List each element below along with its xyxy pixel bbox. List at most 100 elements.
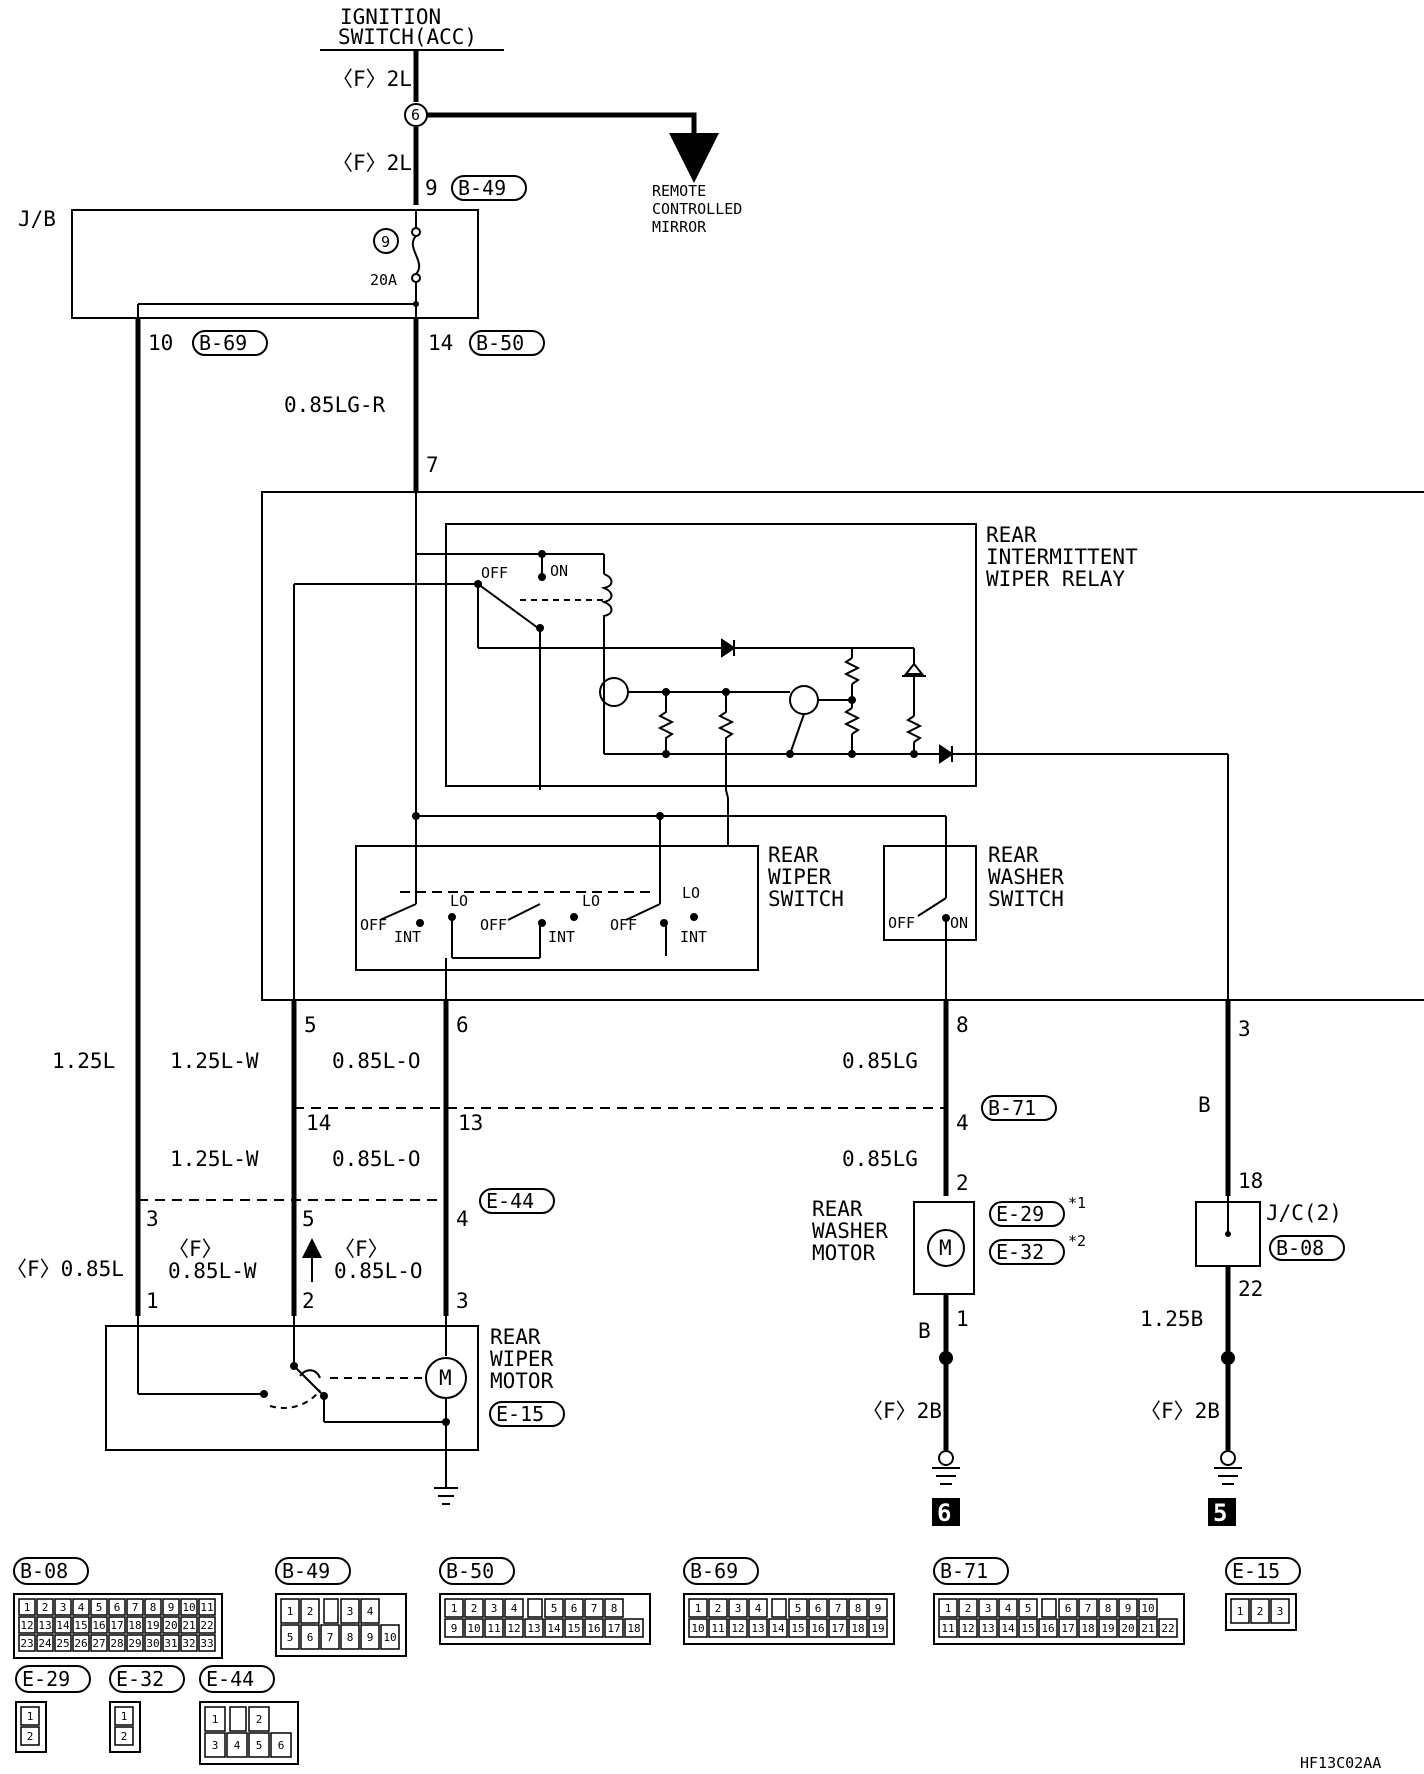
connector-pin: 2: [27, 1730, 34, 1743]
ground-5-label: 5: [1213, 1499, 1227, 1527]
connector-pin: 6: [307, 1631, 314, 1644]
connector-view-label: E-15: [1232, 1559, 1280, 1583]
star2-label: *2: [1068, 1232, 1086, 1250]
washer-splice: [939, 1351, 953, 1365]
connector-pin: 13: [981, 1622, 994, 1635]
connector-pin: 8: [347, 1631, 354, 1644]
connector-pin: 28: [110, 1637, 123, 1650]
wiper-switch-contacts: [379, 554, 946, 959]
drawing-code: HF13C02AA: [1300, 1754, 1381, 1772]
mid-wires: [291, 1000, 1231, 1316]
wiper-motor-symbol: M: [439, 1366, 452, 1390]
ground-6-badge: [932, 1498, 960, 1526]
washer-switch-contacts: [917, 816, 950, 1000]
connector-pin: 11: [200, 1601, 213, 1614]
connector-pin: 13: [751, 1622, 764, 1635]
connector-pin: 9: [1125, 1602, 1132, 1615]
washer-motor-label-2: WASHER: [812, 1219, 888, 1243]
wsw-off-1: OFF: [360, 916, 387, 934]
connector-pin: 1: [24, 1601, 31, 1614]
washer-switch-label-2: WASHER: [988, 865, 1064, 889]
connector-view-label: B-08: [20, 1559, 68, 1583]
connector-pin: 21: [182, 1619, 195, 1632]
relay-label-1: REAR: [986, 523, 1037, 547]
wire-085lg-b: 0.85LG: [842, 1147, 918, 1171]
connector-pin: 10: [383, 1631, 396, 1644]
connector-pin: 14: [56, 1619, 70, 1632]
connector-pin: 31: [164, 1637, 177, 1650]
washer-motor-label-3: MOTOR: [812, 1241, 876, 1265]
jb-label: J/B: [18, 207, 56, 231]
connector-pin: 4: [511, 1602, 518, 1615]
connector-pin: 26: [74, 1637, 87, 1650]
conn-b50-label: B-50: [476, 331, 524, 355]
connector-pin: 8: [150, 1601, 157, 1614]
connector-view-label: B-71: [940, 1559, 988, 1583]
connector-pin: 6: [114, 1601, 121, 1614]
pin-3c: 3: [456, 1289, 469, 1313]
connector-pin: 16: [811, 1622, 824, 1635]
wire-085lo-a: 0.85L-O: [332, 1049, 421, 1073]
connector-pin: 1: [1237, 1605, 1244, 1618]
relay-box: [445, 523, 977, 787]
connector-pin: 3: [491, 1602, 498, 1615]
connector-pin: 13: [38, 1619, 51, 1632]
mirror-label-1: REMOTE: [652, 182, 706, 200]
connector-pin: 1: [121, 1710, 128, 1723]
svg-text:IGNITION: IGNITION: [340, 5, 441, 29]
connector-pin: 18: [851, 1622, 864, 1635]
connector-pin: 19: [146, 1619, 159, 1632]
connector-pin: 4: [234, 1739, 241, 1752]
conn-e29-label: E-29: [996, 1202, 1044, 1226]
connector-pin: 4: [755, 1602, 762, 1615]
connector-pin: 5: [96, 1601, 103, 1614]
splice-6-label: 6: [411, 106, 420, 124]
connector-pin: 10: [691, 1622, 704, 1635]
connector-pin: 18: [128, 1619, 141, 1632]
pin-13: 13: [458, 1111, 483, 1135]
conn-e44-label: E-44: [486, 1189, 534, 1213]
connector-pin: 15: [74, 1619, 87, 1632]
connector-pin: 2: [715, 1602, 722, 1615]
wire-125b: 1.25B: [1140, 1307, 1203, 1331]
pin-6: 6: [456, 1013, 469, 1037]
connector-pin: 11: [487, 1622, 500, 1635]
connector-pin: 5: [287, 1631, 294, 1644]
wiper-motor-label-2: WIPER: [490, 1347, 554, 1371]
wire-f-1: 〈F〉: [168, 1237, 223, 1261]
connector-pin: 3: [735, 1602, 742, 1615]
rear-washer-switch-box: [883, 845, 977, 941]
connector-pin: 1: [287, 1605, 294, 1618]
wire-f085lo: 0.85L-O: [334, 1259, 423, 1283]
connector-pin: 7: [327, 1631, 334, 1644]
connector-pin: 32: [182, 1637, 195, 1650]
connector-pin: 6: [571, 1602, 578, 1615]
connector-pin: 18: [1081, 1622, 1094, 1635]
svg-text:20A: 20A: [370, 271, 397, 289]
connector-view-label: E-44: [206, 1667, 254, 1691]
pin-3b: 3: [146, 1207, 159, 1231]
connector-pin: 5: [256, 1739, 263, 1752]
ground-6-symbol: [932, 1450, 960, 1485]
connector-pin: 30: [146, 1637, 159, 1650]
connector-view-label: B-49: [282, 1559, 330, 1583]
connector-pin: 16: [1041, 1622, 1054, 1635]
connector-pin: 2: [42, 1601, 49, 1614]
connector-view-label: E-32: [116, 1667, 164, 1691]
pin-22: 22: [1238, 1277, 1263, 1301]
wiper-motor-label-1: REAR: [490, 1325, 541, 1349]
connector-pin: 16: [587, 1622, 600, 1635]
pin-7: 7: [426, 453, 439, 477]
connector-pin: 15: [1021, 1622, 1034, 1635]
connector-pin: 8: [855, 1602, 862, 1615]
connector-pin: 2: [965, 1602, 972, 1615]
wire-085lo-b: 0.85L-O: [332, 1147, 421, 1171]
wire-125lw-a: 1.25L-W: [170, 1049, 259, 1073]
connector-pin: 6: [278, 1739, 285, 1752]
connector-pin: 5: [551, 1602, 558, 1615]
connector-pin: 21: [1141, 1622, 1154, 1635]
